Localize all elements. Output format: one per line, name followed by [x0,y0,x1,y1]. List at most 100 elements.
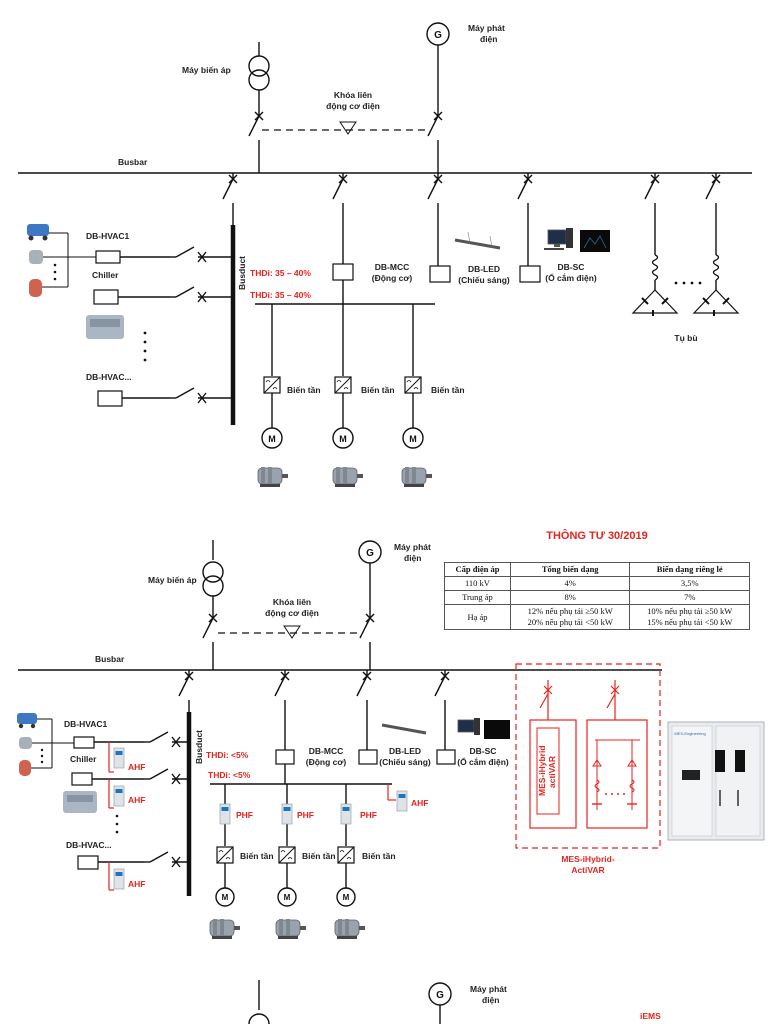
hvac-icons [27,224,124,339]
generator3-label-1: Máy phát [470,984,507,994]
led-label-1: DB-LED [468,264,500,274]
table-header-cell: Biến dạng riêng lẻ [629,562,750,577]
activar-cabinet-image: MES-Engineering [667,721,765,841]
transformer-label: Máy biến áp [182,65,231,75]
activar-label-1: MES-iHybrid- [561,854,615,864]
led2-label-2: (Chiếu sáng) [379,757,431,767]
chiller-label: Chiller [92,270,119,280]
busbar-label: Busbar [118,157,148,167]
table-cell: 110 kV [444,576,511,591]
diagram-with-filters: Máy biến áp G Máy phát điện Khóa liên độ… [17,540,765,940]
ahf-label-4: AHF [411,798,428,808]
busduct2-label: Busduct [194,730,204,764]
table-row: Hạ áp 12% nếu phụ tải ≥50 kW 20% nếu phụ… [444,604,750,630]
table-cell: 12% nếu phụ tải ≥50 kW 20% nếu phụ tải <… [509,604,631,630]
vfd-label-3: Biến tần [431,385,465,395]
thd2-label-1: THDi: <5% [206,750,249,760]
thd-label-1: THDi: 35 – 40% [250,268,311,278]
circular-title: THÔNG TƯ 30/2019 [546,529,647,542]
iems-label: iEMS [640,1011,661,1021]
thd2-label-2: THDi: <5% [208,770,251,780]
activar-inner-2: actiVAR [547,756,557,788]
motor-m-3: M [409,434,417,444]
interlock2-label-2: động cơ điện [265,608,319,618]
capacitor-bank [631,209,740,316]
table-header-cell: Cấp điện áp [444,562,511,577]
computer-icon [544,228,610,252]
generator3-label-2: điện [482,995,499,1005]
table-cell-line: 10% nếu phụ tải ≥50 kW [647,606,733,616]
table-header-cell: Tổng biến dạng [509,562,631,577]
motor-image-1 [257,466,289,488]
phf-label-1: PHF [236,810,253,820]
ahf-label-3: AHF [128,879,145,889]
harmonic-standard-table: Cấp điện áp Tổng biến dạng Biến dạng riê… [444,562,750,630]
transformer2-label: Máy biến áp [148,575,197,585]
cabinet-brand: MES-Engineering [674,731,705,736]
led2-label-1: DB-LED [389,746,421,756]
transformer-symbol [248,42,270,110]
hvac1-2-label: DB-HVAC1 [64,719,108,729]
motor2-image-2 [275,918,307,940]
diagram-iems: G Máy phát điện iEMS [248,980,661,1024]
vfd-label-2: Biến tần [361,385,395,395]
table-row: 110 kV 4% 3,5% [444,576,750,591]
ahf-label-1: AHF [128,762,145,772]
motor-m-1: M [268,434,276,444]
generator-label-2: điện [480,34,497,44]
activar-label-2: ActiVAR [571,865,604,875]
vfd-label-1: Biến tần [287,385,321,395]
mcc-label-2: (Động cơ) [372,273,413,283]
activar-box: MES-iHybrid actiVAR [515,663,661,849]
motor-image-2 [332,466,364,488]
motor-image-3 [401,466,433,488]
busduct-label: Busduct [237,256,247,290]
thd-label-2: THDi: 35 – 40% [250,290,311,300]
interlock2-label-1: Khóa liên [273,597,311,607]
sc-label-1: DB-SC [558,262,585,272]
table-cell: 7% [629,590,750,605]
generator3-g: G [436,990,444,1001]
hvacn-label: DB-HVAC... [86,372,132,382]
phf-label-2: PHF [297,810,314,820]
vfd2-label-1: Biến tần [240,851,274,861]
generator-symbol: G [426,22,450,110]
mcc2-label-2: (Động cơ) [306,757,347,767]
table-cell-line: 20% nếu phụ tải <50 kW [527,617,613,627]
table-header-row: Cấp điện áp Tổng biến dạng Biến dạng riê… [444,562,750,577]
motor2-m-1: M [222,893,229,902]
table-cell-line: 15% nếu phụ tải <50 kW [647,617,733,627]
vfd2-label-3: Biến tần [362,851,396,861]
table-cell: Hạ áp [444,604,511,630]
table-cell-line: 12% nếu phụ tải ≥50 kW [527,606,613,616]
mcc2-label-1: DB-MCC [309,746,343,756]
generator2-label-2: điện [404,553,421,563]
busbar2-label: Busbar [95,654,125,664]
sc2-label-2: (Ổ cắm điện) [457,756,509,767]
diagram-original: Máy biến áp G Máy phát điện Khóa liên độ… [18,22,752,488]
interlock-label-2: động cơ điện [326,101,380,111]
table-cell: 10% nếu phụ tải ≥50 kW 15% nếu phụ tải <… [629,604,750,630]
chiller2-label: Chiller [70,754,97,764]
sc-label-2: (Ổ cắm điện) [545,272,597,283]
hvacn2-label: DB-HVAC... [66,840,112,850]
mcc-label-1: DB-MCC [375,262,409,272]
capacitor-label: Tụ bù [674,333,697,343]
interlock-label-1: Khóa liên [334,90,372,100]
generator2-g: G [366,548,374,559]
table-row: Trung áp 8% 7% [444,590,750,605]
led-label-2: (Chiếu sáng) [458,275,510,285]
ahf-label-2: AHF [128,795,145,805]
table-cell: 4% [509,576,631,591]
phf-label-3: PHF [360,810,377,820]
vfd2-label-2: Biến tần [302,851,336,861]
table-cell: 8% [509,590,631,605]
hvac1-label: DB-HVAC1 [86,231,130,241]
activar-inner-1: MES-iHybrid [537,745,547,796]
motor2-m-2: M [284,893,291,902]
motor-m-2: M [339,434,347,444]
generator-label-1: Máy phát [468,23,505,33]
generator-g: G [434,30,442,41]
led-lamp-icon [454,231,501,250]
